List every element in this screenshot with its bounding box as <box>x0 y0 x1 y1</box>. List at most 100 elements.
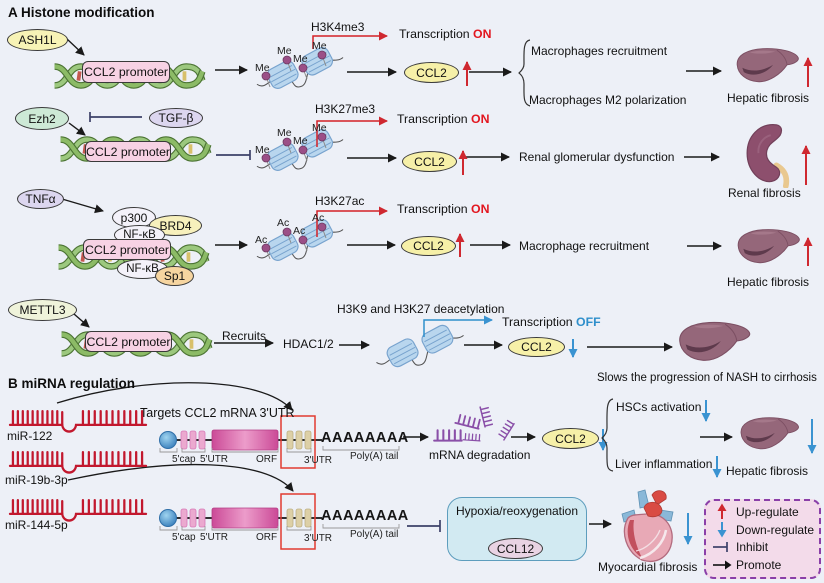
mrna-orf-box <box>211 429 279 451</box>
ccl2-promoter-box: CCL2 promoter <box>83 239 171 260</box>
gene-ccl2: CCL2 <box>542 428 599 449</box>
mirna-label: miR-19b-3p <box>5 473 68 487</box>
legend-down-regulate: Down-regulate <box>712 521 814 538</box>
transcription-off-arrow <box>423 315 493 337</box>
liver-icon <box>736 48 799 83</box>
histone-mark-label: H3K4me3 <box>311 20 365 34</box>
down-regulate-arrows <box>568 339 817 545</box>
gene-ccl2: CCL2 <box>402 151 457 172</box>
transcription-state: ON <box>473 27 492 41</box>
polya-label: Poly(A) tail <box>350 451 399 462</box>
utr5-label: 5'UTR <box>200 532 229 543</box>
orf-label: ORF <box>256 532 278 543</box>
me-mark-label: Me <box>255 144 270 156</box>
me-mark-label: Me <box>312 40 327 52</box>
histone-mark-label: H3K27me3 <box>315 102 376 116</box>
legend-up-regulate: Up-regulate <box>712 503 799 520</box>
heart-icon <box>620 488 675 563</box>
outcome-label: Slows the progression of NASH to cirrhos… <box>597 372 817 384</box>
ac-mark-label: Ac <box>312 212 325 224</box>
factor-tgfb: TGF-β <box>149 108 203 128</box>
hypoxia-label: Hypoxia/reoxygenation <box>455 504 579 518</box>
transcription-state: ON <box>471 112 490 126</box>
down-regulate-icon <box>717 522 727 538</box>
utr3-label: 3'UTR <box>304 533 333 544</box>
transcription-word: Transcription <box>397 202 468 216</box>
disease-label: Hepatic fibrosis <box>726 464 809 478</box>
disease-label: Myocardial fibrosis <box>598 560 698 574</box>
gene-ccl2: CCL2 <box>404 62 459 83</box>
outcome-label: HSCs activation <box>616 400 702 414</box>
mrna-schematic <box>159 415 400 550</box>
histone-mark-label: H3K9 and H3K27 deacetylation <box>337 302 505 316</box>
section-a-title: A Histone modification <box>8 5 155 20</box>
nucleosome-plain-icon <box>375 322 465 370</box>
utr5-label: 5'UTR <box>200 454 229 465</box>
legend-label: Inhibit <box>736 540 769 554</box>
factor-ezh2: Ezh2 <box>15 107 69 130</box>
transcription-state: OFF <box>576 315 601 329</box>
factor-sp1: Sp1 <box>155 266 194 286</box>
legend-label: Promote <box>736 558 782 572</box>
polya-sequence: AAAAAAAA <box>321 508 409 524</box>
ac-mark-label: Ac <box>293 225 306 237</box>
inhibit-lines <box>89 112 441 532</box>
liver-icon <box>679 321 751 361</box>
liver-icon <box>740 417 799 450</box>
outcome-label: Liver inflammation <box>615 457 713 471</box>
transcription-status: Transcription ON <box>399 27 492 41</box>
effector-label: HDAC1/2 <box>283 337 334 351</box>
kidney-icon <box>747 125 786 186</box>
mirna-label: miR-122 <box>7 429 53 443</box>
degradation-label: mRNA degradation <box>429 448 531 462</box>
gene-ccl2: CCL2 <box>508 337 565 357</box>
utr3-label: 3'UTR <box>304 455 333 466</box>
legend-label: Down-regulate <box>736 522 815 537</box>
me-mark-label: Me <box>293 53 308 65</box>
orf-label: ORF <box>256 454 278 465</box>
transcription-state: ON <box>471 202 490 216</box>
outcome-label: Macrophages recruitment <box>531 44 668 58</box>
ccl2-promoter-box: CCL2 promoter <box>85 141 171 162</box>
section-b-title: B miRNA regulation <box>8 376 136 391</box>
disease-label: Renal fibrosis <box>728 186 801 200</box>
mrna-cap-icon <box>159 431 177 449</box>
ac-mark-label: Ac <box>277 217 290 229</box>
transcription-status: Transcription OFF <box>502 315 601 329</box>
transcription-word: Transcription <box>399 27 470 41</box>
transcription-word: Transcription <box>397 112 468 126</box>
me-mark-label: Me <box>277 127 292 139</box>
factor-tnfa: TNFα <box>17 189 64 209</box>
outcome-label: Macrophage recruitment <box>519 239 650 253</box>
histone-mark-label: H3K27ac <box>315 194 365 208</box>
ccl2-promoter-box: CCL2 promoter <box>82 61 170 83</box>
factor-ash1l: ASH1L <box>7 29 68 51</box>
legend-label: Up-regulate <box>736 504 799 519</box>
transcription-word: Transcription <box>502 315 573 329</box>
outcome-label: Renal glomerular dysfunction <box>519 150 675 164</box>
me-mark-label: Me <box>293 135 308 147</box>
gene-ccl2: CCL2 <box>401 236 456 256</box>
mirna-label: miR-144-5p <box>5 518 68 532</box>
ccl2-promoter-box: CCL2 promoter <box>85 331 172 352</box>
liver-icon <box>737 229 800 264</box>
transcription-on-arrows <box>312 31 388 237</box>
mrna-orf-box <box>211 507 279 529</box>
disease-label: Hepatic fibrosis <box>727 91 810 105</box>
recruits-label: Recruits <box>222 329 267 343</box>
legend-promote: Promote <box>712 558 781 572</box>
mirna-target-arrows <box>56 382 294 492</box>
mrna-cap-icon <box>159 509 177 527</box>
brace-icons <box>518 39 614 472</box>
mrna-degradation-icon <box>433 404 515 442</box>
promote-icon <box>713 560 732 570</box>
transcription-status: Transcription ON <box>397 112 490 126</box>
factor-mettl3: METTL3 <box>8 299 77 321</box>
cap-label: 5'cap <box>172 532 196 543</box>
transcription-status: Transcription ON <box>397 202 490 216</box>
me-mark-label: Me <box>277 45 292 57</box>
promote-arrows <box>61 38 733 534</box>
cap-label: 5'cap <box>172 454 196 465</box>
me-mark-label: Me <box>312 122 327 134</box>
